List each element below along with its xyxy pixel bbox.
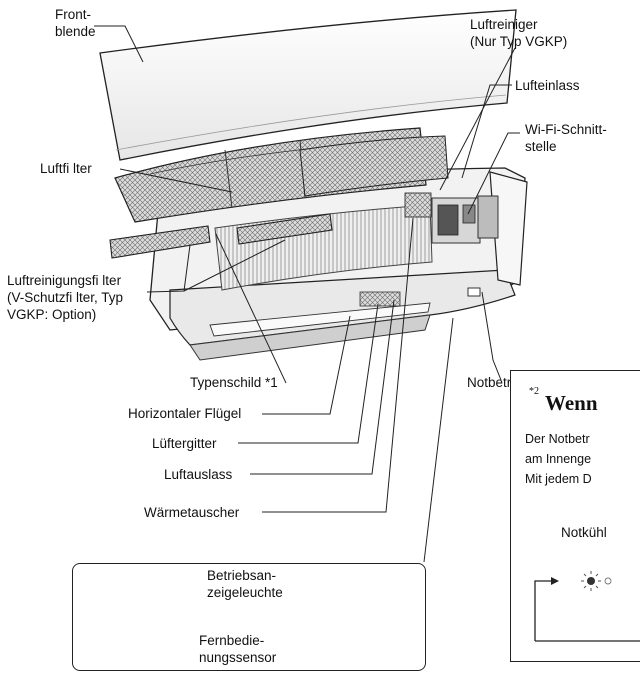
label-remote-sensor: Fernbedie-nungssensor [199, 633, 277, 665]
air-purifying-filters [109, 213, 333, 259]
label-wifi-interface: Wi-Fi-Schnitt-stelle [525, 122, 607, 154]
front-panel [99, 9, 517, 161]
note-line-2: am Innenge [525, 452, 592, 466]
label-air-inlet: Lufteinlass [515, 78, 580, 93]
label-front-panel: Front-blende [55, 7, 96, 39]
leader-lines [94, 25, 520, 563]
label-operation-indicator: Betriebsan-zeigeleuchte [207, 568, 283, 600]
indicator-detail-box [72, 563, 426, 671]
note-line-3: Mit jedem D [525, 472, 592, 486]
label-air-purifier: Luftreiniger(Nur Typ VGKP) [470, 17, 568, 49]
label-air-outlet: Luftauslass [164, 467, 233, 482]
label-air-filter: Luftfi lter [40, 161, 92, 176]
label-heat-exchanger: Wärmetauscher [144, 505, 240, 520]
label-type-plate: Typenschild *1 [190, 375, 278, 390]
note-cycle-diagram [534, 571, 640, 642]
label-air-purifying-filter: Luftreinigungsfi lter (V-Schutzfi lter, … [7, 273, 124, 322]
label-fan-grille: Lüftergitter [152, 436, 217, 451]
lamp-on-icon [581, 571, 612, 591]
label-horizontal-louver: Horizontaler Flügel [128, 406, 242, 421]
note-mode-label: Notkühl [561, 525, 607, 540]
air-filter-rear [299, 135, 449, 197]
note-line-1: Der Notbetr [525, 432, 590, 446]
